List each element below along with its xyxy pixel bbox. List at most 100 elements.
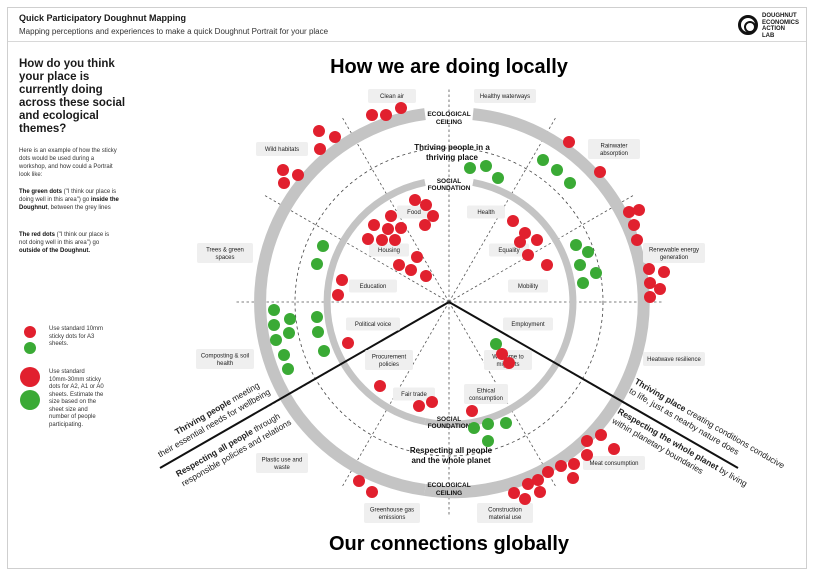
health-label-text: Health: [477, 210, 494, 216]
red-sticky-dot: [342, 337, 354, 349]
composting-label-text: Composting & soil: [201, 353, 249, 359]
education-label: Education: [349, 279, 397, 293]
red-sticky-dot: [628, 219, 640, 231]
red-sticky-dot: [503, 357, 515, 369]
red-sticky-dot: [382, 223, 394, 235]
ecological-ceiling-ring: [254, 108, 650, 499]
header-divider: [8, 41, 806, 42]
green-sticky-dot: [482, 435, 494, 447]
green-sticky-dot: [284, 313, 296, 325]
red-sticky-dot: [555, 460, 567, 472]
red-sticky-dot: [420, 270, 432, 282]
red-sticky-dot: [427, 210, 439, 222]
sidebar-green-note: The green dots ("I think our place is do…: [19, 189, 119, 211]
social-foundation-bottom-2: FOUNDATION: [428, 423, 471, 430]
red-sticky-dot: [380, 109, 392, 121]
red-sticky-dot: [541, 259, 553, 271]
green-sticky-dot: [311, 311, 323, 323]
green-sticky-dot: [570, 239, 582, 251]
red-sticky-dot: [419, 219, 431, 231]
red-sticky-dot: [393, 259, 405, 271]
red-sticky-dot: [631, 234, 643, 246]
trees-green-spaces-label-text: Trees & green: [206, 247, 244, 253]
red-sticky-dot: [329, 131, 341, 143]
greenhouse-gas-label-text: emissions: [379, 515, 406, 521]
employment-label: Employment: [503, 317, 553, 331]
red-sticky-dot: [514, 236, 526, 248]
red-sticky-dot: [633, 204, 645, 216]
red-sticky-dot: [368, 219, 380, 231]
red-sticky-dot: [395, 222, 407, 234]
red-sticky-dot: [362, 233, 374, 245]
renewable-energy-label-text: Renewable energy: [649, 247, 699, 253]
top-title: How we are doing locally: [330, 56, 569, 78]
ethical-consumption-label-text: consumption: [469, 396, 503, 402]
legend-green-small-dot: [24, 342, 36, 354]
construction-material-label-text: material use: [489, 515, 522, 521]
respecting-heading-2: and the whole planet: [411, 456, 490, 465]
red-sticky-dot: [426, 396, 438, 408]
green-sticky-dot: [480, 160, 492, 172]
social-foundation-bottom-1: SOCIAL: [437, 416, 462, 423]
ecological-ceiling-bottom-1: ECOLOGICAL: [427, 482, 470, 489]
ecological-ceiling-top-1: ECOLOGICAL: [427, 111, 470, 118]
clean-air-label: Clean air: [368, 89, 416, 103]
education-label-text: Education: [360, 284, 387, 290]
red-sticky-dot: [336, 274, 348, 286]
red-sticky-dot: [405, 264, 417, 276]
red-sticky-dot: [292, 169, 304, 181]
red-sticky-dot: [595, 429, 607, 441]
green-sticky-dot: [311, 258, 323, 270]
meat-consumption-label: Meat consumption: [583, 456, 645, 470]
plastic-waste-label-text: waste: [273, 465, 290, 471]
red-sticky-dot: [643, 263, 655, 275]
legend-red-large-dot: [20, 367, 40, 387]
green-sticky-dot: [482, 418, 494, 430]
equality-label-text: Equality: [498, 248, 519, 254]
page-subtitle: Mapping perceptions and experiences to m…: [19, 27, 329, 36]
green-sticky-dot: [537, 154, 549, 166]
middle-dashed-circle: [294, 147, 604, 457]
red-sticky-dot: [508, 487, 520, 499]
red-sticky-dot: [623, 206, 635, 218]
fair-trade-label-text: Fair trade: [401, 392, 427, 398]
green-sticky-dot: [577, 277, 589, 289]
red-sticky-dot: [366, 109, 378, 121]
red-sticky-dot: [532, 474, 544, 486]
green-sticky-dot: [268, 304, 280, 316]
green-sticky-dot: [582, 246, 594, 258]
construction-material-label-text: Construction: [488, 507, 522, 513]
red-sticky-dot: [376, 234, 388, 246]
green-sticky-dot: [312, 326, 324, 338]
heatwave-resilience-label-text: Heatwave resilience: [647, 357, 701, 363]
red-sticky-dot: [644, 291, 656, 303]
housing-label-text: Housing: [378, 248, 400, 254]
sidebar-intro: Here is an example of how the sticky dot…: [19, 148, 117, 178]
thriving-heading-1: Thriving people in a: [414, 143, 490, 152]
health-label: Health: [467, 205, 505, 219]
social-foundation-ring: [323, 178, 577, 428]
red-sticky-dot: [658, 266, 670, 278]
green-sticky-dot: [574, 259, 586, 271]
red-sticky-dot: [644, 277, 656, 289]
legend-red-small-dot: [24, 326, 36, 338]
social-foundation-top-1: SOCIAL: [437, 178, 462, 185]
red-sticky-dot: [420, 199, 432, 211]
heatwave-resilience-label: Heatwave resilience: [643, 352, 705, 366]
lens-lines: [159, 301, 739, 469]
green-sticky-dot: [318, 345, 330, 357]
sidebar-question: How do you think your place is currently…: [19, 58, 126, 135]
employment-label-text: Employment: [511, 322, 545, 328]
green-sticky-dot: [278, 349, 290, 361]
respecting-heading-1: Respecting all people: [410, 446, 493, 455]
green-sticky-dot: [282, 363, 294, 375]
red-sticky-dot: [654, 283, 666, 295]
